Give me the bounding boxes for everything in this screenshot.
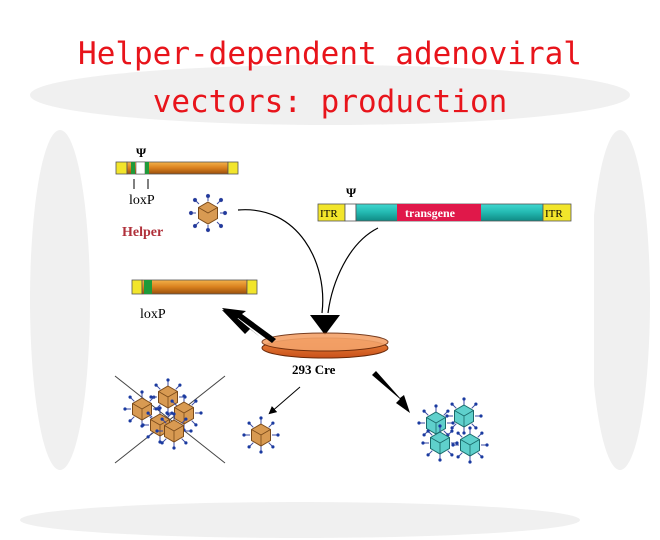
transgene-label: transgene: [405, 206, 456, 220]
itr-left-label: ITR: [320, 208, 338, 220]
helper-virus-icon: [188, 193, 228, 233]
vector-psi-box: [344, 203, 357, 222]
vector-virus-icon: [445, 397, 483, 435]
helper-virus-cluster: [123, 378, 203, 450]
into-dish-arrow-icon: [310, 315, 340, 335]
packaging-signal-box: [135, 161, 146, 175]
slide-title: Helper-dependent adenoviral vectors: pro…: [0, 30, 660, 126]
helper-to-dish-arrow: [237, 209, 324, 314]
title-line-2: vectors: production: [152, 84, 508, 120]
vector-output-arrow-icon: [372, 371, 410, 413]
helper-label: Helper: [122, 225, 163, 240]
helper-virus-icon: [155, 412, 193, 450]
helper-genome: Ψ loxP Helper: [115, 145, 239, 240]
title-line-1: Helper-dependent adenoviral: [78, 36, 582, 72]
helper-left-end: [115, 161, 128, 175]
vector-virus-icon: [421, 424, 459, 462]
vector-virus-icon: [451, 426, 489, 464]
helper-virus-icon: [242, 416, 280, 454]
helper-green-band: [131, 162, 135, 174]
vector-psi-label: Ψ: [346, 185, 357, 200]
diagram-canvas: Ψ loxP Helper: [114, 145, 572, 464]
itr-right-label: ITR: [545, 208, 563, 220]
helper-right-end: [227, 161, 239, 175]
vector-virus-icon: [417, 404, 455, 442]
vector-virus-cluster: [417, 397, 489, 464]
excised-helper-genome: loxP: [131, 279, 258, 322]
itr-right-box: [542, 203, 572, 222]
diagram-panel: Ψ loxP Helper: [110, 133, 594, 491]
vector-genome: ITR transgene ITR Ψ: [317, 185, 572, 222]
transgene-segment: [397, 204, 481, 221]
helper-virus-icon: [242, 416, 280, 454]
helper-psi-label: Ψ: [136, 145, 147, 160]
helper-output-arrow: [268, 386, 301, 415]
vector-to-dish-arrow: [327, 227, 379, 314]
excised-loxp-label: loxP: [140, 307, 166, 322]
helper-virus-icon: [123, 390, 161, 428]
helper-loxp-label: loxP: [129, 193, 155, 208]
culture-dish-icon: 293 Cre: [261, 332, 389, 377]
helper-green-band-2: [145, 162, 149, 174]
cell-line-label: 293 Cre: [292, 362, 336, 377]
